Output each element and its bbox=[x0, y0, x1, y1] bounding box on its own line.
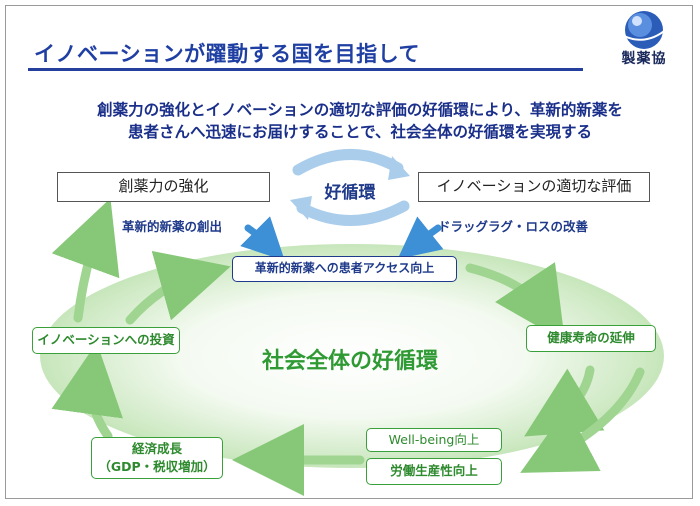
subtitle-line-1: 創薬力の強化とイノベーションの適切な評価の好循環により、革新的新薬を bbox=[97, 101, 623, 119]
arrow-growth-to-investment bbox=[51, 342, 123, 441]
box-innovation-investment: イノベーションへの投資 bbox=[32, 327, 180, 354]
economic-growth-line-1: 経済成長 bbox=[131, 441, 182, 456]
logo-text: 製薬協 bbox=[621, 51, 667, 67]
arrow-investment-to-rd bbox=[51, 198, 120, 323]
caption-new-drug-creation: 革新的新薬の創出 bbox=[122, 219, 223, 234]
box-patient-access: 革新的新薬への患者アクセス向上 bbox=[232, 256, 457, 282]
economic-growth-line-2: （GDP・税収増加） bbox=[98, 459, 216, 474]
caption-drug-lag-improvement: ドラッグラグ・ロスの改善 bbox=[438, 219, 589, 234]
box-wellbeing: Well-being向上 bbox=[366, 428, 502, 452]
box-innovation-evaluation: イノベーションの適切な評価 bbox=[418, 172, 650, 202]
cycle-swirl-bottom-head bbox=[290, 196, 312, 220]
cycle-swirl-top bbox=[292, 149, 404, 176]
arrow-left-caption-to-center bbox=[240, 216, 285, 261]
cycle-swirl-bottom bbox=[296, 200, 410, 226]
society-cycle-label: 社会全体の好循環 bbox=[261, 349, 438, 374]
arrow-investment-to-center bbox=[125, 250, 231, 325]
box-labor-productivity: 労働生産性向上 bbox=[366, 458, 502, 485]
title-underline bbox=[28, 68, 583, 71]
page-title: イノベーションが躍動する国を目指して bbox=[34, 42, 420, 66]
cycle-swirl-top-head bbox=[388, 156, 410, 180]
cycle-label: 好循環 bbox=[324, 183, 376, 203]
box-healthy-life: 健康寿命の延伸 bbox=[526, 325, 656, 352]
box-economic-growth: 経済成長 （GDP・税収増加） bbox=[91, 437, 223, 479]
arrow-center-to-health bbox=[465, 262, 565, 342]
arrow-health-to-labor bbox=[520, 367, 645, 473]
arrow-right-caption-to-center bbox=[397, 216, 444, 260]
slide-frame bbox=[5, 5, 693, 499]
box-drug-discovery: 創薬力の強化 bbox=[57, 172, 270, 202]
subtitle-line-2: 患者さんへ迅速にお届けすることで、社会全体の好循環を実現する bbox=[128, 123, 592, 141]
